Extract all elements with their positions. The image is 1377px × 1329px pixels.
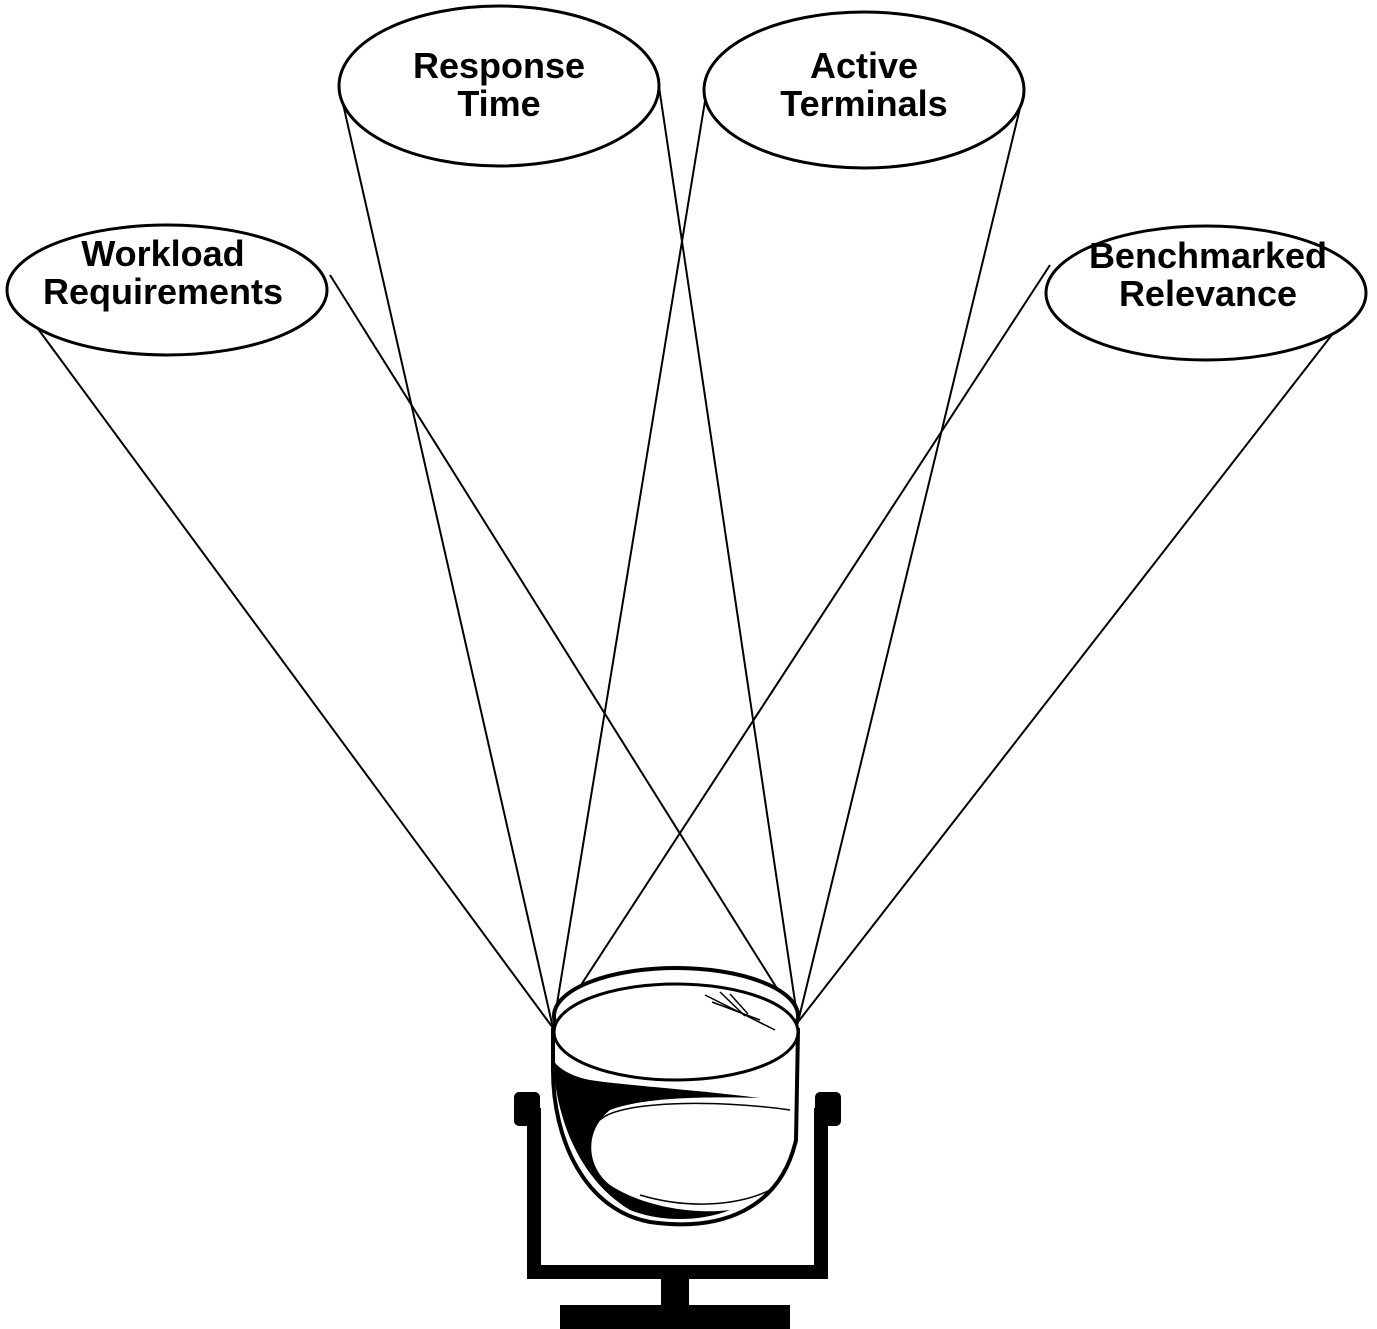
spotlight-lamp — [514, 966, 841, 1329]
oval-workload-requirements: Workload Requirements — [5, 223, 329, 357]
beam-benchmarked-right — [797, 317, 1346, 1023]
label-benchmarked-line2: Relevance — [1119, 273, 1297, 314]
oval-shape — [702, 10, 1026, 170]
lamp-knob-right — [815, 1092, 841, 1126]
lens-glint-4 — [729, 993, 749, 1015]
beam-response-left — [340, 94, 554, 1029]
lamp-yoke — [527, 1108, 828, 1279]
label-workload-line2: Requirements — [43, 271, 283, 312]
label-benchmarked-line1: Benchmarked — [1089, 235, 1327, 276]
beam-active-right — [797, 99, 1023, 1023]
lamp-base-plate — [560, 1305, 790, 1329]
oval-response-time: Response Time — [337, 4, 661, 168]
lens-glint-3 — [719, 991, 746, 1017]
lens-glint-2 — [711, 1001, 761, 1021]
lamp-inner-curve — [599, 1102, 791, 1121]
label-active-line2: Terminals — [780, 83, 947, 124]
lamp-bottom-curve — [639, 1189, 771, 1205]
oval-benchmarked-relevance: Benchmarked Relevance — [1044, 224, 1368, 362]
label-workload-line1: Workload — [81, 233, 244, 274]
light-beams — [29, 79, 1346, 1029]
beam-active-left — [552, 94, 707, 1029]
oval-shape — [1044, 224, 1368, 362]
lamp-body — [551, 1028, 801, 1227]
oval-shape — [337, 4, 661, 168]
beam-response-right — [657, 79, 799, 1023]
oval-active-terminals: Active Terminals — [702, 10, 1026, 170]
lamp-shadow — [553, 1060, 760, 1219]
oval-shape — [5, 223, 329, 357]
beam-benchmarked-left — [552, 264, 1051, 1029]
lamp-knob-left — [514, 1092, 540, 1126]
label-response-line1: Response — [413, 45, 585, 86]
beam-workload-right — [329, 274, 799, 1023]
beam-workload-left — [29, 317, 554, 1029]
lamp-base-post — [661, 1275, 689, 1307]
lamp-lens — [552, 982, 800, 1082]
label-active-line1: Active — [810, 45, 918, 86]
label-response-line2: Time — [457, 83, 540, 124]
